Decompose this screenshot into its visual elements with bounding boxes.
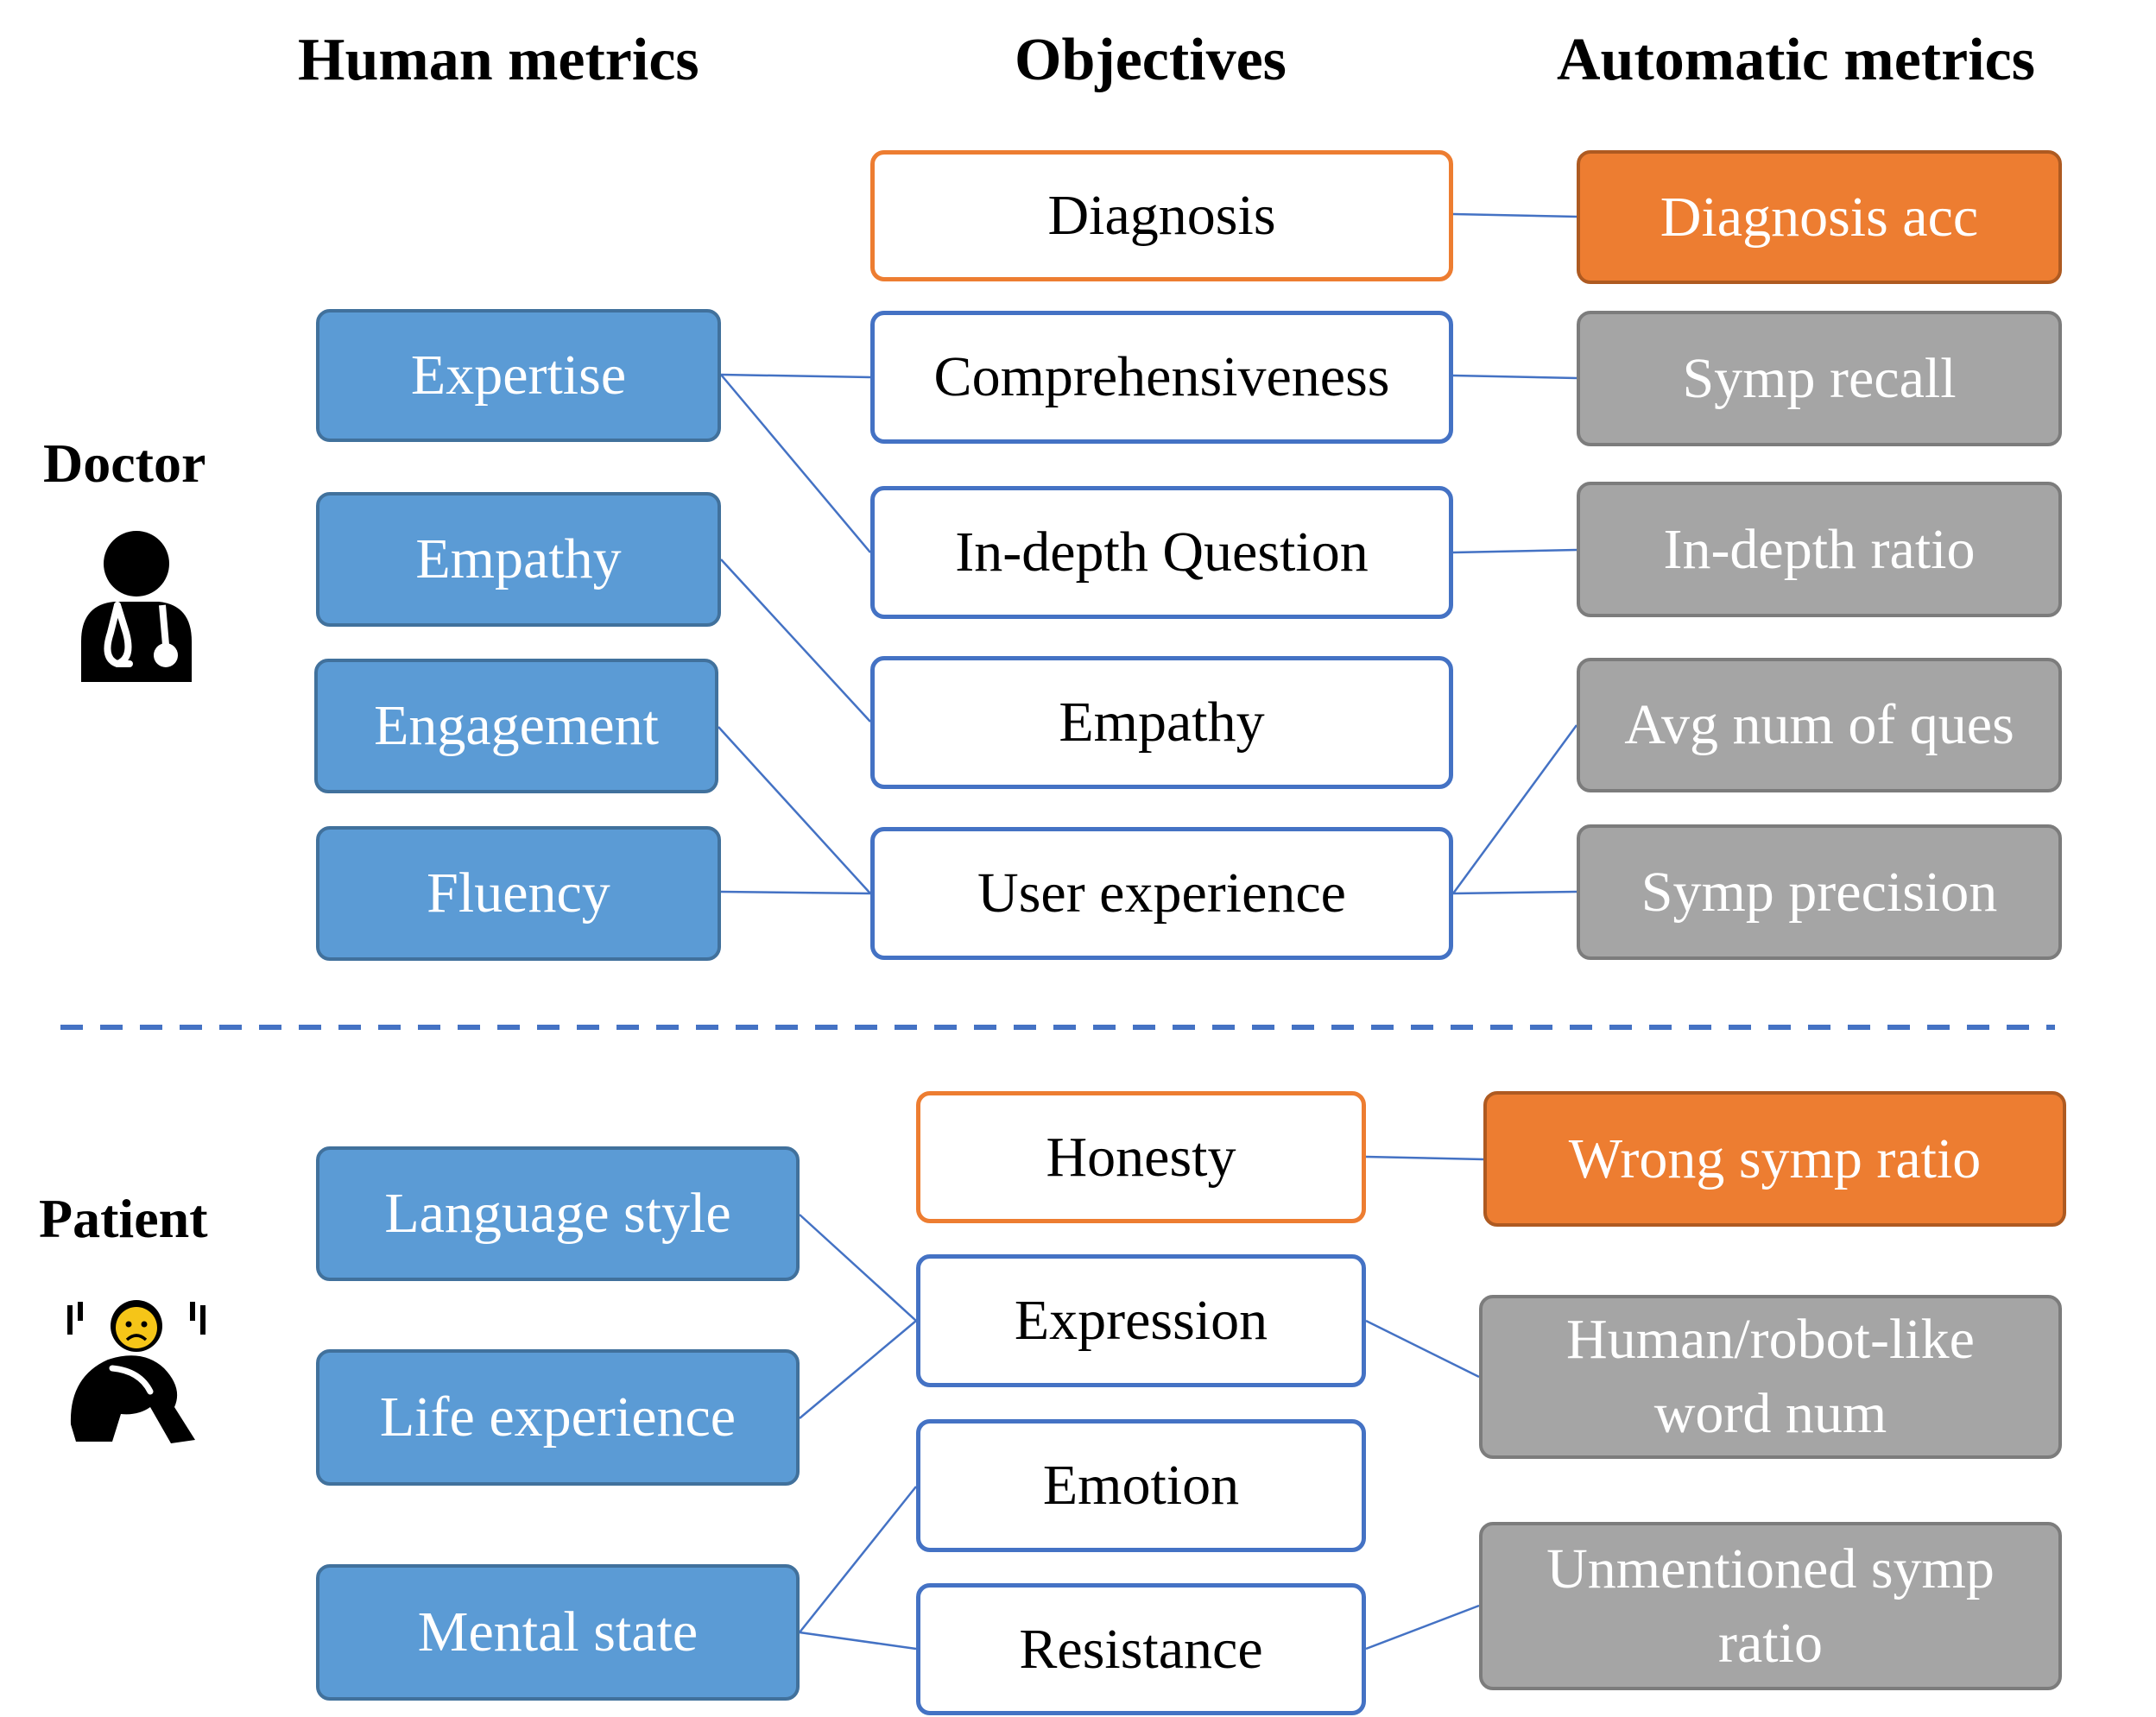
connector: [799, 1320, 917, 1419]
header-automatic-metrics: Automatic metrics: [1557, 27, 2035, 93]
patient-auto-wrong-symp-ratio: Wrong symp ratio: [1483, 1091, 2066, 1227]
connector: [1452, 548, 1577, 554]
doctor-objective-diagnosis: Diagnosis: [870, 150, 1453, 281]
connector: [720, 890, 871, 895]
doctor-auto-symp-recall: Symp recall: [1577, 311, 2062, 446]
connector: [1451, 724, 1578, 894]
patient-objective-emotion: Emotion: [916, 1419, 1366, 1552]
connector: [1365, 1155, 1484, 1161]
doctor-objective-user-experience: User experience: [870, 827, 1453, 960]
doctor-auto-in-depth-ratio: In-depth ratio: [1577, 482, 2062, 617]
connector: [799, 1631, 917, 1651]
doctor-auto-avg-num-of-ques: Avg num of ques: [1577, 658, 2062, 792]
doctor-auto-diagnosis-acc: Diagnosis acc: [1577, 150, 2062, 284]
connector: [1452, 212, 1577, 218]
patient-objective-resistance: Resistance: [916, 1583, 1366, 1715]
connector: [720, 373, 871, 379]
connector: [1452, 890, 1577, 895]
connector: [720, 559, 871, 723]
doctor-human-fluency: Fluency: [316, 826, 721, 961]
doctor-objective-comprehensiveness: Comprehensiveness: [870, 311, 1453, 444]
doctor-human-engagement: Engagement: [314, 659, 718, 793]
connector: [1365, 1319, 1480, 1379]
patient-auto-unmentioned-symp-ratio: Unmentioned symp ratio: [1479, 1522, 2062, 1690]
connector: [799, 1214, 917, 1322]
patient-human-life-experience: Life experience: [316, 1349, 800, 1486]
patient-auto-human-robot-like-word-num: Human/robot-like word num: [1479, 1295, 2062, 1459]
header-objectives: Objectives: [1015, 27, 1287, 93]
role-doctor-label: Doctor: [43, 432, 206, 494]
patient-human-language-style: Language style: [316, 1146, 800, 1281]
sad-patient-icon: [67, 1300, 205, 1443]
connector: [1365, 1604, 1480, 1651]
patient-objective-honesty: Honesty: [916, 1091, 1366, 1223]
doctor-human-empathy: Empathy: [316, 492, 721, 627]
connector: [720, 374, 871, 553]
patient-human-mental-state: Mental state: [316, 1564, 800, 1701]
doctor-auto-symp-precision: Symp precision: [1577, 824, 2062, 960]
doctor-objective-in-depth-question: In-depth Question: [870, 486, 1453, 619]
patient-objective-expression: Expression: [916, 1254, 1366, 1387]
doctor-objective-empathy: Empathy: [870, 656, 1453, 789]
doctor-human-expertise: Expertise: [316, 309, 721, 442]
connector: [718, 726, 871, 894]
doctor-stethoscope-icon: [81, 531, 192, 682]
role-patient-label: Patient: [39, 1188, 208, 1249]
header-human-metrics: Human metrics: [298, 27, 699, 93]
connector: [799, 1486, 917, 1633]
connector: [1452, 374, 1577, 380]
